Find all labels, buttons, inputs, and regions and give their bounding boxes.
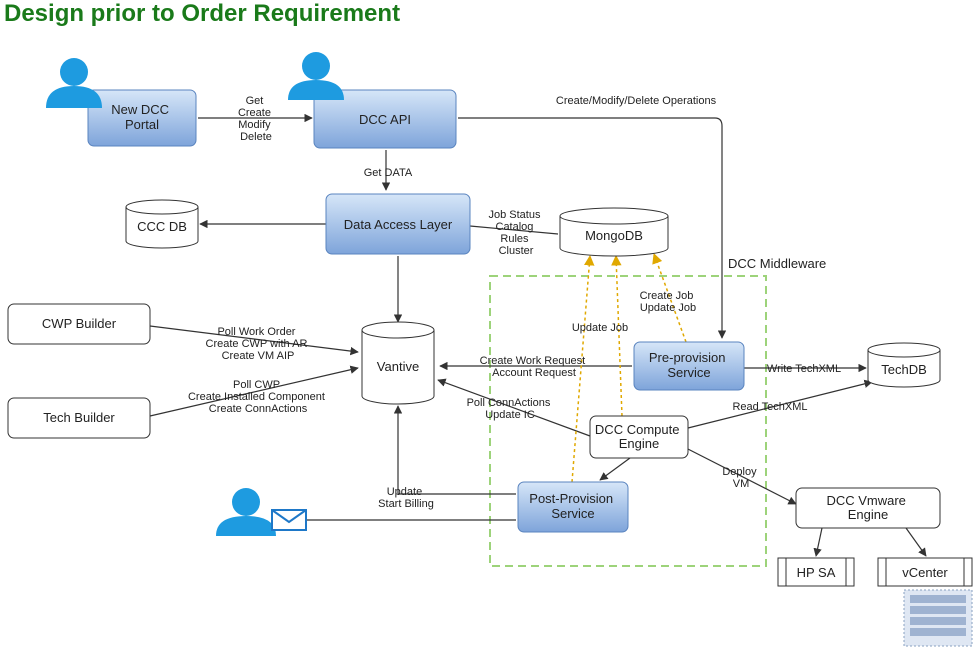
box-label: Pre-provision Service — [649, 350, 729, 380]
edge-compute-vmware — [681, 445, 797, 505]
edges — [149, 113, 927, 557]
node-vcenter[interactable]: vCenter — [877, 557, 973, 587]
user-body — [46, 86, 102, 108]
node-dcc-api[interactable]: DCC API — [313, 89, 457, 149]
node-hp-sa[interactable]: HP SA — [777, 557, 855, 587]
label-portal-api: Get Create Modify Delete — [238, 95, 274, 143]
node-dcc-vmware-engine[interactable]: DCC Vmware Engine — [795, 487, 941, 529]
node-data-access-layer[interactable]: Data Access Layer — [325, 193, 471, 255]
node-cwp-builder[interactable]: CWP Builder — [7, 303, 151, 345]
cylinder — [867, 350, 941, 388]
box-label: Vantive — [377, 359, 419, 374]
node-dcc-compute-engine[interactable]: DCC Compute Engine — [589, 415, 689, 459]
box-label: New DCC Portal — [111, 102, 172, 132]
rack-unit — [910, 606, 966, 614]
dotted-edges — [571, 253, 687, 483]
cylinder — [559, 216, 669, 257]
edge-labels: Get Create Modify Delete Create/Modify/D… — [188, 95, 841, 510]
box — [795, 487, 941, 529]
cylinder-top — [867, 342, 941, 358]
middleware-label: DCC Middleware — [728, 256, 826, 271]
cylinder — [361, 330, 435, 405]
node-post-provision-service[interactable]: Post-Provision Service — [517, 481, 629, 533]
user-icon — [46, 58, 102, 108]
label-api-dal: Get DATA — [364, 167, 413, 179]
cylinder-top — [125, 199, 199, 215]
box-label: TechDB — [881, 362, 927, 377]
page-title: Design prior to Order Requirement — [4, 0, 401, 27]
node-tech-builder[interactable]: Tech Builder — [7, 397, 151, 439]
user-body — [216, 516, 276, 536]
edge-compute-techdb — [687, 379, 873, 429]
label-postprov-vantive: Update Start Billing — [378, 486, 434, 510]
node-pre-provision-service[interactable]: Pre-provision Service — [633, 341, 745, 391]
node-mongodb[interactable]: MongoDB — [559, 207, 669, 257]
label-compute-mongo: Update Job — [572, 322, 628, 334]
box — [589, 415, 689, 459]
label-compute-techdb: Read TechXML — [732, 401, 807, 413]
label-compute-vantive: Poll ConnActions Update IC — [467, 397, 554, 421]
mail-icon — [271, 509, 307, 531]
label-dal-mongo: Job Status Catalog Rules Cluster — [488, 209, 543, 257]
edge-dal-mongo — [469, 225, 559, 235]
user-head — [60, 58, 88, 86]
box — [517, 481, 629, 533]
edge-cwp-vantive — [149, 325, 359, 356]
edge-api-preprov — [458, 117, 727, 339]
mail-flap — [271, 509, 307, 524]
box — [87, 89, 197, 147]
box — [777, 557, 855, 587]
cylinder-top — [559, 207, 669, 225]
server-rack-icon — [903, 589, 973, 647]
edge-compute-mongo — [611, 254, 623, 417]
edge-vmware-hpsa — [813, 527, 823, 557]
user-head — [232, 488, 260, 516]
box — [633, 341, 745, 391]
box-label: MongoDB — [585, 228, 643, 243]
box-label: DCC Compute Engine — [595, 422, 683, 451]
label-preprov-mongo: Create Job Update Job — [640, 290, 697, 314]
label-tech-vantive: Poll CWP Create Installed Component Crea… — [188, 379, 328, 415]
edge-preprov-mongo — [652, 253, 687, 343]
node-vantive[interactable]: Vantive — [361, 321, 435, 405]
middleware-region — [489, 275, 767, 567]
box — [7, 303, 151, 345]
box-label: CWP Builder — [42, 316, 117, 331]
box — [325, 193, 471, 255]
node-ccc-db[interactable]: CCC DB — [125, 199, 199, 249]
box-label: HP SA — [797, 565, 836, 580]
label-preprov-vantive: Create Work Request Account Request — [480, 355, 589, 379]
rack-unit — [910, 617, 966, 625]
cylinder-top — [361, 321, 435, 339]
box — [313, 89, 457, 149]
user-head — [302, 52, 330, 80]
box-label: Data Access Layer — [344, 217, 453, 232]
box — [877, 557, 973, 587]
box-label: DCC API — [359, 112, 411, 127]
edge-compute-postprov — [599, 457, 631, 481]
node-new-dcc-portal[interactable]: New DCC Portal — [87, 89, 197, 147]
box-label: CCC DB — [137, 219, 187, 234]
rack-unit — [910, 595, 966, 603]
edge-vmware-vcenter — [905, 527, 927, 557]
label-compute-vmware: Deploy VM — [722, 466, 759, 490]
user-icon — [288, 52, 344, 100]
box-label: Tech Builder — [43, 410, 115, 425]
edge-compute-vantive — [437, 378, 591, 437]
node-techdb[interactable]: TechDB — [867, 342, 941, 388]
rack-unit — [910, 628, 966, 636]
label-preprov-techdb: Write TechXML — [767, 363, 841, 375]
label-api-preprov: Create/Modify/Delete Operations — [556, 95, 717, 107]
box-label: DCC Vmware Engine — [826, 493, 909, 522]
label-cwp-vantive: Poll Work Order Create CWP with AR Creat… — [206, 326, 311, 362]
cylinder — [125, 207, 199, 249]
edge-tech-vantive — [149, 365, 359, 417]
user-body — [288, 80, 344, 100]
box-label: Post-Provision Service — [529, 491, 616, 521]
user-icon — [216, 488, 276, 536]
edge-postprov-mongo — [571, 254, 595, 483]
box — [7, 397, 151, 439]
box-label: vCenter — [902, 565, 948, 580]
